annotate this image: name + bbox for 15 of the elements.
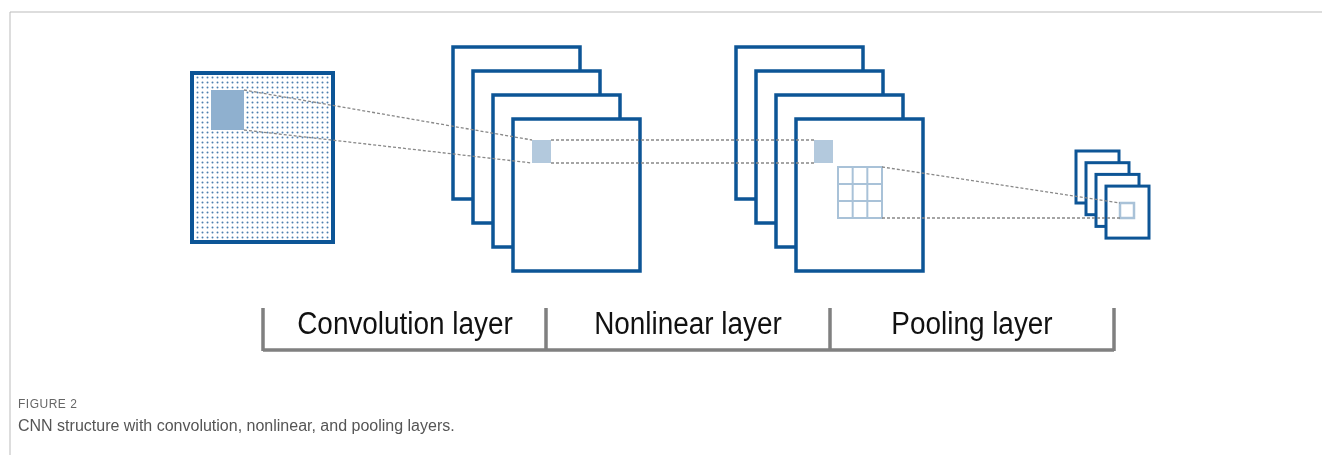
pooled-cell [1118,201,1136,220]
layer-label: Pooling layer [891,306,1053,342]
projection-line [243,89,533,141]
projection-line [881,166,1121,204]
highlighted-patch [814,140,833,163]
layer-label: Convolution layer [296,306,513,342]
layer-label: Nonlinear layer [594,306,782,342]
projection-line [550,162,815,164]
highlighted-patch [211,90,244,130]
projection-line [881,217,1121,219]
figure-number: FIGURE 2 [18,397,78,411]
figure-caption: CNN structure with convolution, nonlinear, and pooling layers. [18,417,455,435]
projection-line [550,139,815,141]
pooling-window-grid [837,166,883,219]
highlighted-patch [532,140,551,163]
